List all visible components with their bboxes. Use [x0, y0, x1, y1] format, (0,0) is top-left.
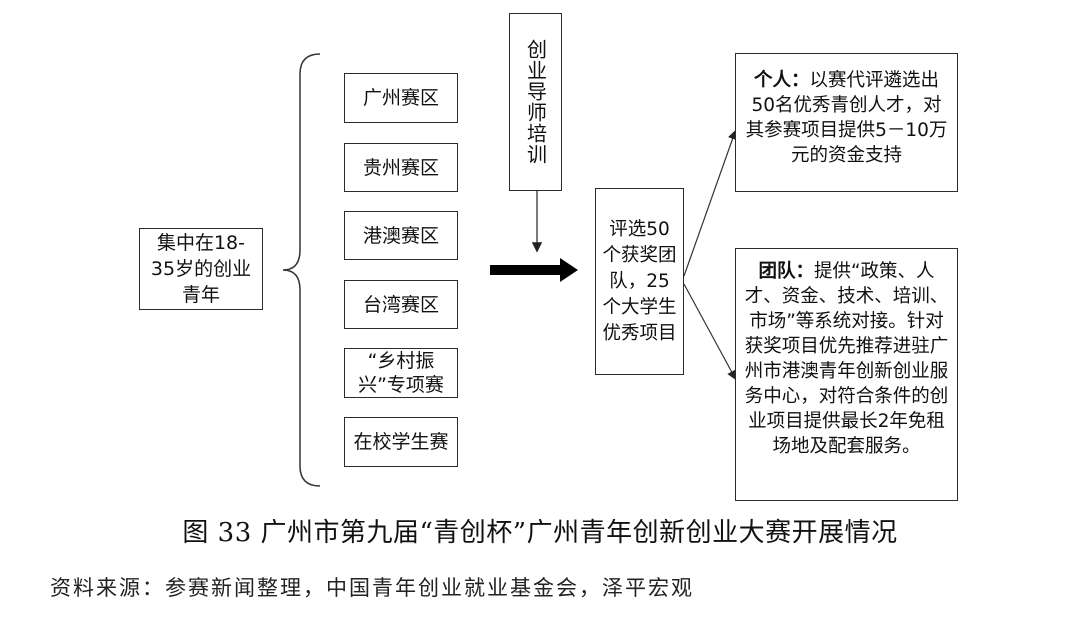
individual-support-box: 个人：以赛代评遴选出50名优秀青创人才，对其参赛项目提供5－10万元的资金支持 — [735, 53, 958, 192]
curly-brace — [282, 53, 321, 487]
region-label: 贵州赛区 — [362, 156, 439, 179]
target-group-box: 集中在18-35岁的创业青年 — [139, 228, 263, 310]
selection-box: 评选50个获奖团队，25个大学生优秀项目 — [595, 188, 684, 375]
region-label: “乡村振兴”专项赛 — [358, 350, 444, 396]
individual-label: 个人： — [753, 70, 810, 91]
region-box-rural: “乡村振兴”专项赛 — [344, 348, 458, 398]
individual-text: 以赛代评遴选出50名优秀青创人才，对其参赛项目提供5－10万元的资金支持 — [745, 70, 948, 166]
region-box-hk-macao: 港澳赛区 — [344, 211, 458, 260]
arrow-to-team — [683, 283, 737, 381]
target-group-text: 集中在18-35岁的创业青年 — [150, 232, 252, 306]
selection-text: 评选50个获奖团队，25个大学生优秀项目 — [602, 218, 677, 344]
mentor-training-text: 创业导师培训 — [523, 39, 548, 165]
main-flow-arrow — [490, 258, 578, 282]
region-box-students: 在校学生赛 — [344, 417, 458, 467]
team-label: 团队： — [758, 261, 814, 282]
arrow-to-individual — [683, 129, 738, 277]
team-text: 提供“政策、人才、资金、技术、培训、市场”等系统对接。针对获奖项目优先推荐进驻广… — [744, 261, 949, 457]
region-box-taiwan: 台湾赛区 — [344, 280, 458, 329]
mentor-training-box: 创业导师培训 — [509, 13, 562, 191]
region-label: 广州赛区 — [362, 87, 439, 109]
region-box-guangzhou: 广州赛区 — [344, 73, 458, 123]
region-box-guizhou: 贵州赛区 — [344, 143, 458, 192]
region-label: 台湾赛区 — [362, 293, 439, 316]
region-label: 港澳赛区 — [362, 224, 439, 247]
figure-caption: 图 33 广州市第九届“青创杯”广州青年创新创业大赛开展情况 — [182, 518, 898, 548]
source-note: 资料来源：参赛新闻整理，中国青年创业就业基金会，泽平宏观 — [50, 576, 694, 600]
team-support-box: 团队：提供“政策、人才、资金、技术、培训、市场”等系统对接。针对获奖项目优先推荐… — [735, 248, 958, 501]
region-label: 在校学生赛 — [353, 431, 449, 453]
